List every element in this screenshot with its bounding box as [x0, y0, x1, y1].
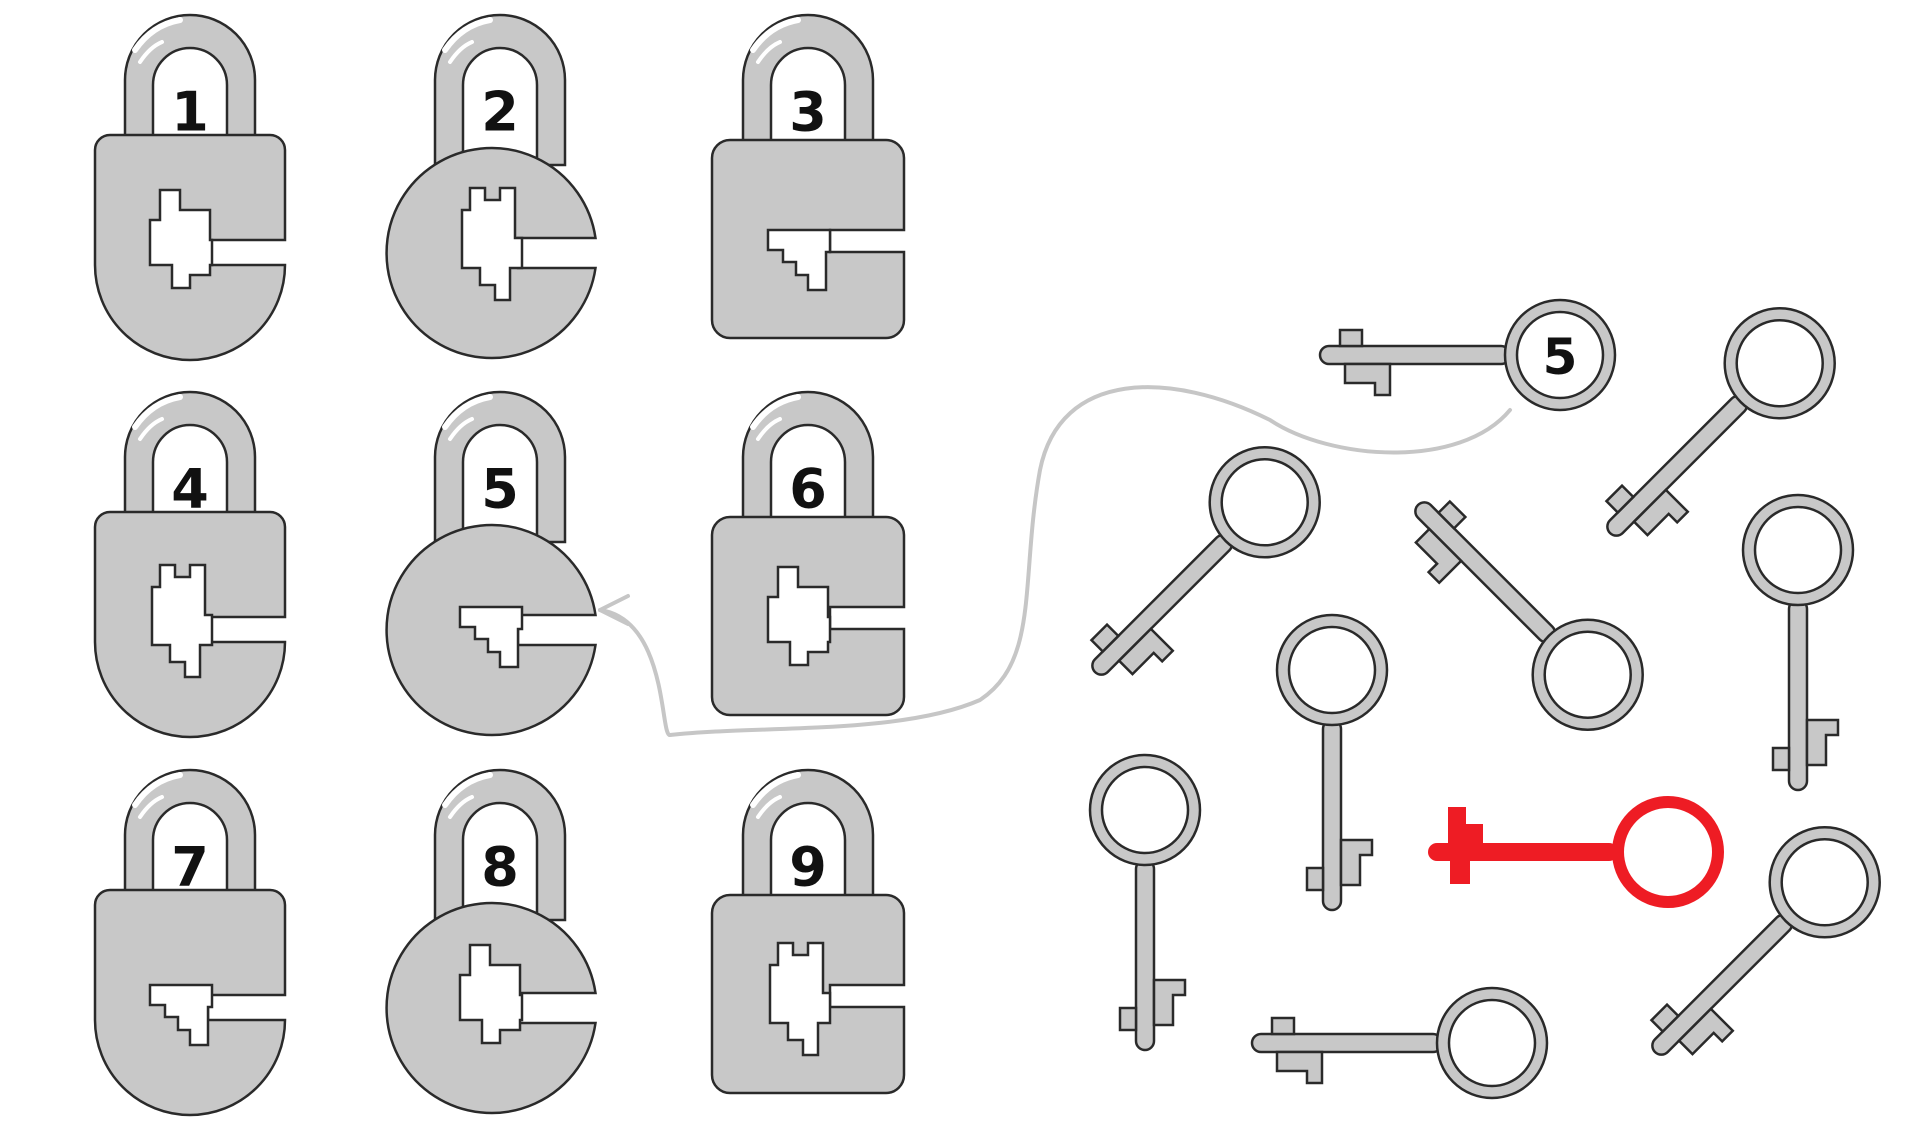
- key-f[interactable]: [1088, 753, 1202, 1052]
- padlock-3[interactable]: 3: [710, 15, 906, 340]
- padlock-icon: [93, 392, 287, 739]
- key-icon: [1088, 753, 1202, 1052]
- padlock-icon: [385, 15, 597, 360]
- key-icon: [1428, 802, 1718, 902]
- key-number: 5: [1543, 328, 1578, 386]
- key-h[interactable]: [1614, 803, 1904, 1093]
- key-g[interactable]: [1250, 986, 1549, 1100]
- key-icon: [1614, 803, 1904, 1093]
- padlock-icon: [93, 15, 287, 362]
- lock-number: 6: [789, 458, 827, 521]
- key-e[interactable]: [1275, 613, 1389, 912]
- padlock-7[interactable]: 7: [93, 770, 287, 1117]
- key-icon: [1250, 986, 1549, 1100]
- padlock-1[interactable]: 1: [93, 15, 287, 362]
- guide-arrowhead: [598, 594, 630, 626]
- key-icon: [1275, 613, 1389, 912]
- key-example-5[interactable]: 5: [1318, 298, 1617, 412]
- padlock-icon: [710, 770, 906, 1095]
- padlock-5[interactable]: 5: [385, 392, 597, 737]
- padlock-9[interactable]: 9: [710, 770, 906, 1095]
- key-red[interactable]: [1428, 802, 1718, 902]
- lock-number: 9: [789, 836, 827, 899]
- key-d[interactable]: [1741, 493, 1855, 792]
- padlock-2[interactable]: 2: [385, 15, 597, 360]
- key-icon: [1741, 493, 1855, 792]
- lock-number: 8: [481, 836, 519, 899]
- lock-number: 1: [171, 81, 209, 144]
- padlock-icon: [93, 770, 287, 1117]
- padlock-icon: [710, 392, 906, 717]
- lock-number: 4: [171, 458, 209, 521]
- lock-number: 2: [481, 81, 519, 144]
- padlock-4[interactable]: 4: [93, 392, 287, 739]
- padlock-6[interactable]: 6: [710, 392, 906, 717]
- lock-number: 7: [171, 836, 209, 899]
- padlock-8[interactable]: 8: [385, 770, 597, 1115]
- lock-number: 5: [481, 458, 519, 521]
- padlock-icon: [710, 15, 906, 340]
- padlock-icon: [385, 770, 597, 1115]
- lock-number: 3: [789, 81, 827, 144]
- padlock-icon: [385, 392, 597, 737]
- guide-line: [598, 385, 1512, 738]
